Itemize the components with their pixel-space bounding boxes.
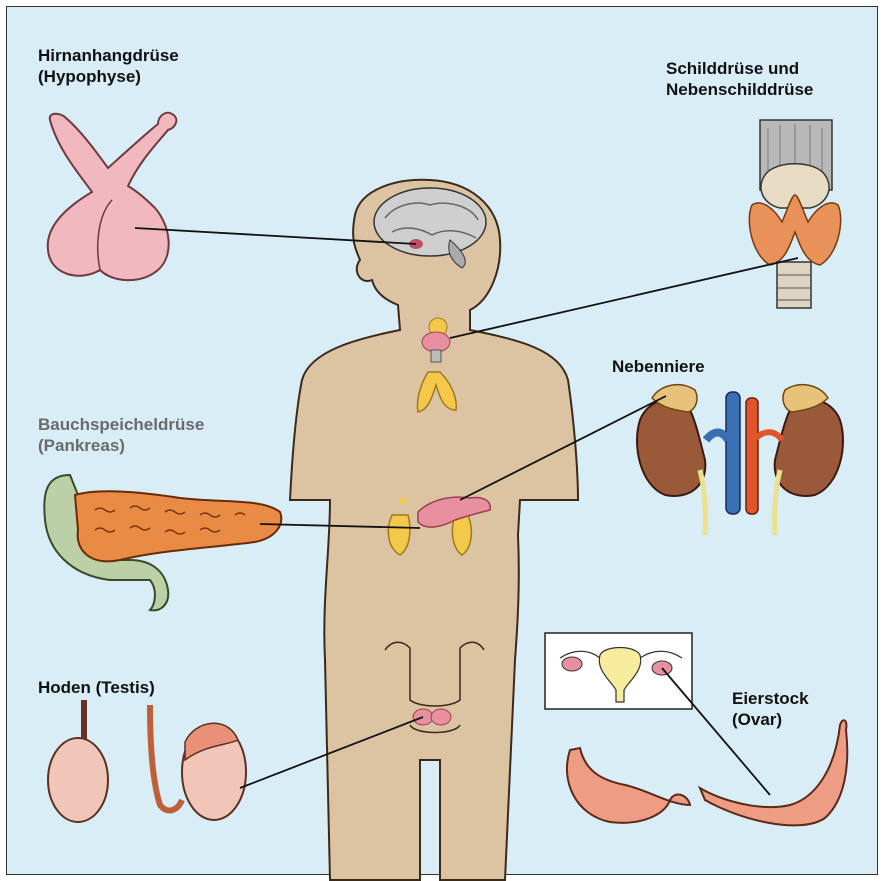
label-pituitary-line1: Hirnanhangdrüse [38,45,179,66]
adrenal-kidney-illustration [637,385,843,535]
ovary-illustration [567,720,847,825]
label-ovary-line2: (Ovar) [732,709,809,730]
label-testis: Hoden (Testis) [38,677,155,698]
uterus-inset [545,633,692,709]
label-pancreas: Bauchspeicheldrüse (Pankreas) [38,414,204,456]
pituitary-illustration [48,113,177,280]
label-thyroid-line1: Schilddrüse und [666,58,813,79]
label-testis-line1: Hoden (Testis) [38,677,155,698]
label-pancreas-line2: (Pankreas) [38,435,204,456]
label-adrenal: Nebenniere [612,356,705,377]
label-thyroid: Schilddrüse und Nebenschilddrüse [666,58,813,100]
label-ovary: Eierstock (Ovar) [732,688,809,730]
thyroid-illustration [749,120,840,308]
label-pituitary: Hirnanhangdrüse (Hypophyse) [38,45,179,87]
testis-illustration [48,700,246,822]
label-adrenal-line1: Nebenniere [612,356,705,377]
label-thyroid-line2: Nebenschilddrüse [666,79,813,100]
label-ovary-line1: Eierstock [732,688,809,709]
label-pancreas-line1: Bauchspeicheldrüse [38,414,204,435]
label-pituitary-line2: (Hypophyse) [38,66,179,87]
pancreas-illustration [44,475,281,610]
human-body-silhouette [290,180,578,880]
